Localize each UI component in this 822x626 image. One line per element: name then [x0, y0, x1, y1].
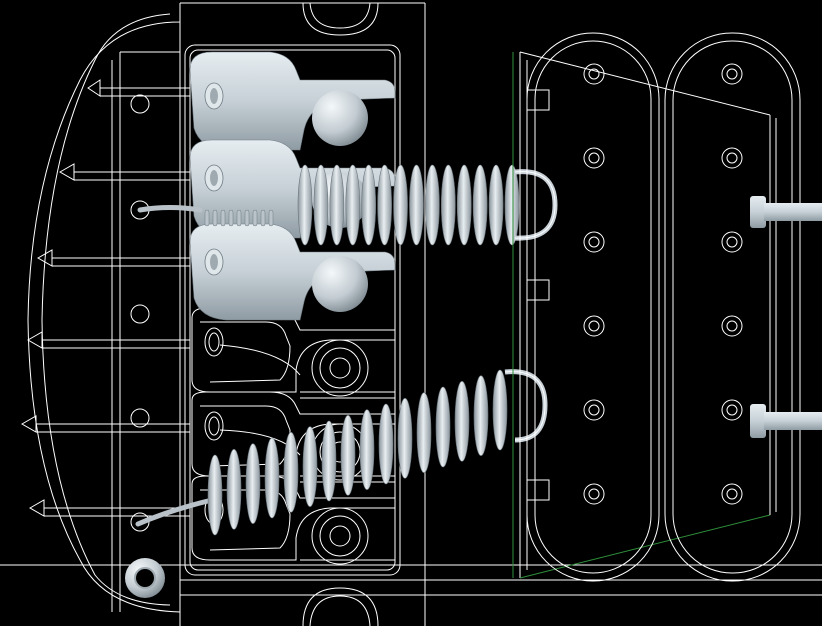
pickup-pole-pieces: [583, 63, 743, 505]
spring-coil: [492, 369, 508, 451]
upper-wire-rod: [137, 205, 203, 213]
pole-piece: [721, 63, 743, 85]
pole-piece: [583, 483, 605, 505]
upper-spring: [297, 164, 520, 246]
spring-coil: [313, 164, 329, 246]
spring-coil: [321, 420, 337, 502]
spring-coil: [378, 403, 394, 485]
pole-piece: [726, 404, 738, 416]
pole-piece: [721, 147, 743, 169]
spring-coil: [283, 432, 299, 513]
pole-piece: [721, 231, 743, 253]
spring-coil: [456, 164, 472, 246]
spring-coil: [409, 164, 424, 246]
pole-piece: [726, 236, 738, 248]
spring-coil: [488, 164, 504, 246]
lower-spring: [207, 369, 508, 536]
pole-piece: [588, 404, 600, 416]
spring-coil: [359, 409, 375, 490]
spring-coil: [504, 164, 520, 246]
pole-piece: [721, 483, 743, 505]
saddle-spacer-spring: [204, 209, 274, 227]
pole-piece: [721, 315, 743, 337]
spring-coil: [416, 392, 432, 473]
pole-piece: [583, 315, 605, 337]
spring-coil: [473, 375, 489, 456]
spring-coil: [245, 443, 261, 524]
pole-piece: [588, 152, 600, 164]
pole-piece: [588, 488, 600, 500]
corner-screw: [125, 558, 165, 598]
pole-piece: [726, 68, 738, 80]
spring-coil: [361, 164, 376, 246]
spring-coil: [297, 164, 313, 246]
saddle-1: [189, 51, 396, 151]
pole-piece: [583, 399, 605, 421]
spring-coil: [397, 398, 413, 479]
spring-coil: [435, 386, 451, 468]
spring-coil: [329, 164, 345, 246]
spring-coil: [454, 381, 470, 462]
spring-coil: [207, 454, 223, 536]
pole-piece: [726, 488, 738, 500]
spring-coil: [393, 164, 408, 246]
spring-coil: [340, 415, 356, 496]
saddle-4: [191, 307, 396, 399]
lower-wire-rod: [135, 497, 215, 527]
spring-coil: [472, 164, 488, 246]
pole-piece: [588, 236, 600, 248]
edge-notches: [20, 79, 101, 517]
spring-coil: [441, 164, 456, 246]
pole-piece: [583, 63, 605, 85]
pole-piece: [588, 68, 600, 80]
spring-coil: [377, 164, 392, 246]
pickup-right: [664, 32, 801, 582]
spring-coil: [226, 449, 242, 530]
pole-piece: [588, 320, 600, 332]
spring-coil: [425, 164, 440, 246]
pole-piece: [726, 152, 738, 164]
rail-holes: [130, 94, 150, 532]
pole-piece: [721, 399, 743, 421]
pole-piece: [583, 231, 605, 253]
spring-coil: [302, 426, 318, 507]
mount-screw-upper: [750, 196, 822, 228]
spring-coil: [264, 437, 280, 519]
saddle-3: [189, 223, 396, 321]
spring-coil: [345, 164, 361, 246]
pole-piece: [726, 320, 738, 332]
pole-piece: [583, 147, 605, 169]
pickup-left: [526, 32, 660, 582]
string-guide-lines: [36, 87, 190, 517]
mount-screw-lower: [750, 404, 822, 438]
divider-plate: [512, 51, 777, 579]
